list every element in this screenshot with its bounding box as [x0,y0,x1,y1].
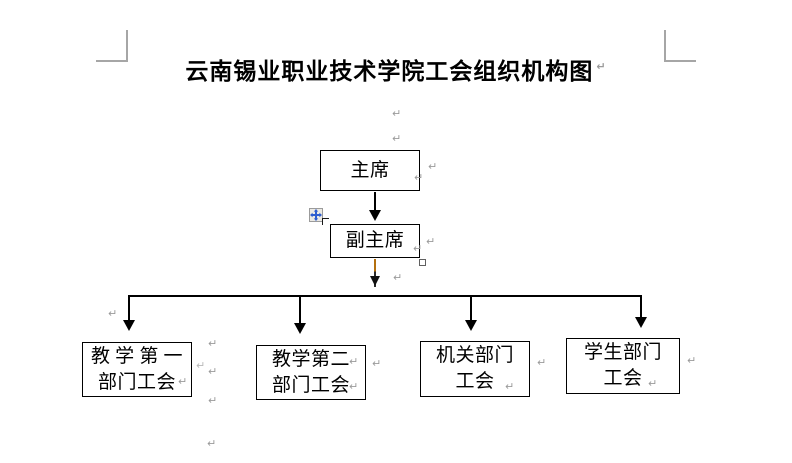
paragraph-mark: ↵ [108,307,118,320]
org-node-line: 工会 [603,368,643,389]
paragraph-mark: ↵ [537,356,547,369]
connector-drop-4 [640,295,642,319]
org-node-line: 机关部门 [435,345,514,366]
connector-stub-arrowhead [370,276,380,286]
paragraph-mark: ↵ [207,437,217,450]
org-node-line: 部门工会 [97,371,176,393]
page-title-text: 云南锡业职业技术学院工会组织机构图 [185,59,594,84]
page-title: 云南锡业职业技术学院工会组织机构图↵ [0,52,792,86]
org-node-line: 主席 [350,159,390,181]
connector-arrowhead [465,320,477,331]
org-node-vice-chairman[interactable]: 副主席 [330,224,420,258]
org-node-chairman[interactable]: 主席 [320,150,420,191]
margin-crop-mark-top-right [664,30,696,62]
paragraph-mark: ↵ [426,235,436,248]
paragraph-mark: ↵ [208,394,218,407]
connector-chairman-to-vice [374,192,376,212]
connector-drop-3 [470,295,472,322]
org-node-student-dept-union[interactable]: 学生部门 工会 [566,338,680,394]
org-node-line: 副主席 [345,230,405,251]
org-node-administrative-dept-union[interactable]: 机关部门 工会 [420,341,530,397]
paragraph-mark: ↵ [393,271,403,284]
paragraph-mark: ↵ [414,171,424,184]
paragraph-mark: ↵ [178,375,188,388]
margin-crop-mark-top-left [96,30,128,62]
connector-stub [374,259,376,287]
paragraph-mark: ↵ [392,132,402,145]
connector-drop-2 [299,295,301,325]
paragraph-mark: ↵ [208,365,218,378]
paragraph-mark: ↵ [596,60,607,74]
connector-arrowhead [635,317,647,328]
selection-corner-mark [322,218,329,225]
paragraph-mark: ↵ [372,357,382,370]
org-node-line: 部门工会 [271,374,350,396]
paragraph-mark: ↵ [505,380,515,393]
connector-drop-1 [128,295,130,322]
paragraph-mark: ↵ [349,355,359,368]
move-cross-icon[interactable] [309,208,323,222]
paragraph-mark: ↵ [413,242,423,255]
paragraph-mark: ↵ [648,377,658,390]
org-node-line: 工会 [455,371,495,392]
paragraph-mark: ↵ [196,359,206,372]
connector-distribution-bar [128,295,642,297]
paragraph-mark: ↵ [687,354,697,367]
paragraph-mark: ↵ [392,107,402,120]
move-cross-glyph [310,209,322,221]
resize-handle[interactable] [419,259,426,266]
org-node-line: 学生部门 [583,342,662,363]
paragraph-mark: ↵ [349,380,359,393]
paragraph-mark: ↵ [428,160,438,173]
org-node-line: 教学第二 [271,348,350,370]
org-node-teaching-dept-2-union[interactable]: 教学第二 部门工会 [256,345,366,400]
connector-arrowhead [123,320,135,331]
org-node-teaching-dept-1-union[interactable]: 教学第一 部门工会 [82,342,192,397]
connector-arrowhead [294,323,306,334]
paragraph-mark: ↵ [208,337,218,350]
connector-arrowhead [369,210,381,221]
org-node-line: 教学第一 [91,345,183,367]
